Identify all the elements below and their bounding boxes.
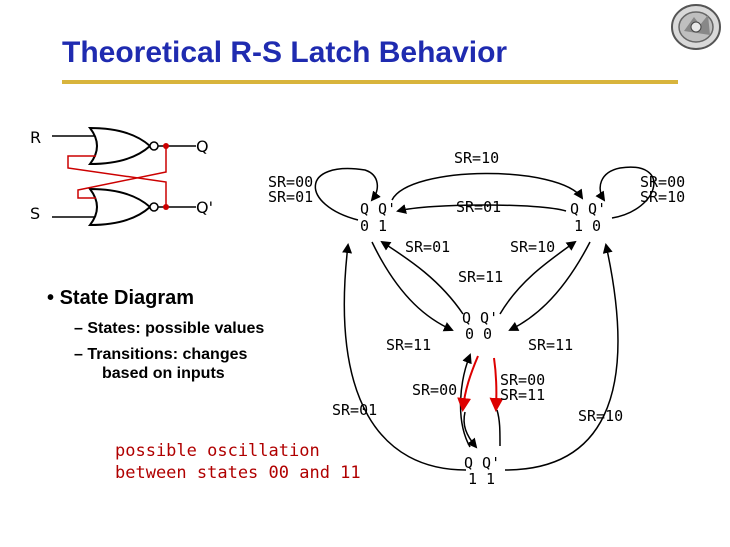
oscillation-arrow-down xyxy=(457,355,479,412)
transition-label: SR=01 xyxy=(332,401,378,419)
transition-label: SR=10 xyxy=(510,238,556,256)
latch-input-s-label: S xyxy=(30,204,41,223)
state-10-header: Q Q' xyxy=(570,200,607,218)
sub-bullet-1-text: States: possible values xyxy=(87,320,265,337)
transition-label: SR=00 xyxy=(268,173,314,191)
transition-01-to-10 xyxy=(391,172,584,201)
state-11-value: 1 1 xyxy=(468,470,496,488)
transition-00-to-10 xyxy=(499,240,577,315)
transition-01-to-00 xyxy=(371,241,454,332)
transition-11-to-01 xyxy=(342,243,467,471)
sub-bullet-1: – States: possible values xyxy=(74,320,265,337)
transition-label: SR=11 xyxy=(386,336,432,354)
transition-label: SR=00 xyxy=(412,381,458,399)
transition-11-to-00 xyxy=(459,353,472,448)
transition-00-to-11 xyxy=(463,411,478,449)
oscillation-arrow-up xyxy=(489,357,504,412)
state-01-header: Q Q' xyxy=(360,200,397,218)
transition-label: SR=01 xyxy=(268,188,314,206)
transition-label: SR=10 xyxy=(454,149,500,167)
bullet-heading-text: State Diagram xyxy=(59,287,195,309)
transition-00-to-11-line xyxy=(496,409,501,447)
latch-output-qbar-label: Q' xyxy=(196,198,213,217)
feedback-wire-q xyxy=(77,146,167,199)
self-loop-10 xyxy=(595,166,655,219)
sub-bullet-2: – Transitions: changes xyxy=(74,346,248,363)
latch-input-r-label: R xyxy=(30,128,42,147)
transition-label: SR=11 xyxy=(500,386,546,404)
state-01-value: 0 1 xyxy=(360,217,388,235)
sub-bullet-2-text: Transitions: changes xyxy=(87,346,248,363)
state-00-value: 0 0 xyxy=(465,325,493,343)
oscillation-note-line1: possible oscillation xyxy=(115,441,320,461)
feedback-wire-qbar xyxy=(67,155,167,207)
transition-10-to-00 xyxy=(508,241,591,331)
oscillation-note-line2: between states 00 and 11 xyxy=(115,463,361,483)
state-11-header: Q Q' xyxy=(464,454,501,472)
transition-11-to-10 xyxy=(504,243,619,471)
transition-label: SR=01 xyxy=(405,238,451,256)
state-00-header: Q Q' xyxy=(462,309,499,327)
nor-gate-bottom xyxy=(87,187,159,227)
title-underline xyxy=(62,80,678,84)
page-title: Theoretical R-S Latch Behavior xyxy=(62,36,508,69)
transition-label: SR=00 xyxy=(640,173,686,191)
transition-label: SR=11 xyxy=(458,268,504,286)
university-seal-icon xyxy=(671,4,721,50)
transition-10-to-01 xyxy=(396,204,567,214)
transition-label: SR=10 xyxy=(578,407,624,425)
transition-label: SR=00 xyxy=(500,371,546,389)
self-loop-01 xyxy=(314,167,381,221)
bullet-heading: • State Diagram xyxy=(47,287,195,309)
oscillation-note: possible oscillation between states 00 a… xyxy=(115,440,361,484)
latch-output-q-label: Q xyxy=(196,137,209,156)
transition-label: SR=11 xyxy=(528,336,574,354)
nor-gate-top xyxy=(87,126,159,166)
transition-00-to-01 xyxy=(380,240,464,315)
sub-bullet-2-continuation: based on inputs xyxy=(102,365,225,382)
transition-label: SR=01 xyxy=(456,198,502,216)
state-10-value: 1 0 xyxy=(574,217,602,235)
transition-label: SR=10 xyxy=(640,188,686,206)
